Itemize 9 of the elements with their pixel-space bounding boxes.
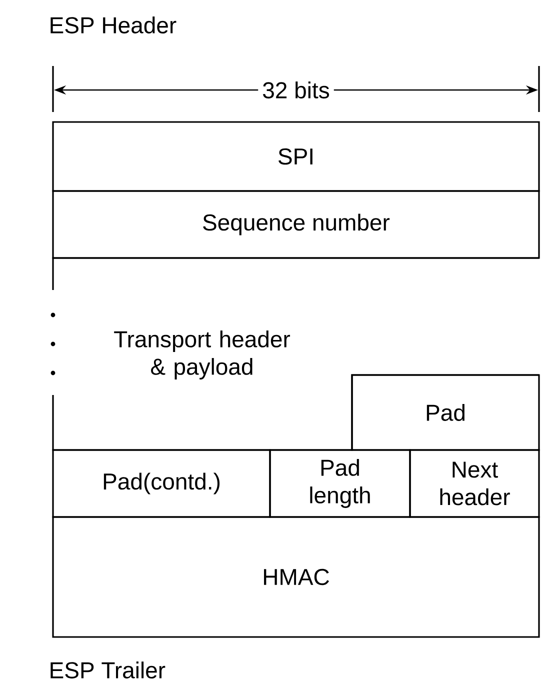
trailer-field: Pad(contd.) <box>52 449 271 518</box>
trailer-field: Next header <box>409 449 540 518</box>
trailer-field: Pad length <box>269 449 411 518</box>
trailer-field: HMAC <box>52 516 540 638</box>
dimension-label: 32 bits <box>258 82 334 98</box>
header-field: SPI <box>52 121 540 192</box>
section-label: ESP Trailer <box>50 662 166 678</box>
section-label: ESP Header <box>50 16 176 34</box>
header-field: Sequence number <box>52 190 540 259</box>
